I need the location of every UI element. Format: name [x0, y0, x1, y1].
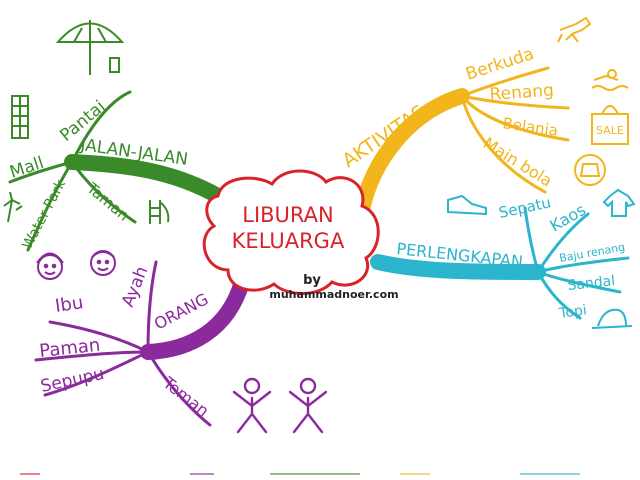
slide-icon [149, 200, 170, 224]
branch-perlengkapan [370, 206, 630, 320]
sub-label-renang: Renang [489, 81, 555, 105]
sub-label-sepatu: Sepatu [497, 193, 552, 222]
branch-line-water-park [26, 160, 74, 252]
branch-orang [34, 260, 250, 427]
branch-line-paman [34, 350, 150, 362]
sub-label-main-bola: Main bola [480, 133, 556, 190]
branch-line-main-bola [460, 94, 547, 194]
boy-face-icon [90, 250, 116, 276]
branch-line-kaos [536, 212, 590, 274]
sub-label-berkuda: Berkuda [463, 44, 536, 85]
branch-line-pantai [70, 90, 132, 164]
credit-site-text: muhammadnoer.com [269, 288, 398, 301]
shopping-bag-icon [591, 105, 629, 145]
center-title-line2: KELUARGA [232, 229, 345, 253]
horse-icon [557, 16, 592, 43]
soccer-ball-icon [574, 154, 606, 186]
branch-line-sepupu [43, 350, 150, 397]
friend-figure-icon-left [232, 377, 272, 434]
branch-line-ibu [48, 320, 150, 354]
sub-label-topi: Topi [557, 302, 587, 322]
branch-line-baju-renang [536, 256, 630, 274]
sub-label-ayah: Ayah [118, 264, 152, 310]
branch-line-taman [70, 160, 137, 224]
branch-line-ayah [146, 260, 158, 354]
shopping-bag-sale-text: SALE [596, 124, 624, 137]
sub-label-ibu: Ibu [54, 292, 85, 317]
branch-line-sepatu [523, 206, 540, 274]
palm-tree-icon [3, 191, 23, 223]
umbrella-icon [55, 20, 125, 75]
branch-jalan-jalan-main [64, 154, 226, 204]
sub-label-teman: Teman [159, 373, 213, 421]
branch-line-topi [536, 270, 582, 320]
branch-line-mall [8, 160, 74, 184]
branch-aktivitas-main [354, 88, 470, 218]
branch-line-sandal [536, 270, 622, 294]
friend-figure-icon-right [288, 377, 328, 434]
branch-line-teman [146, 350, 212, 427]
building-icon [11, 95, 29, 139]
branch-perlengkapan-main [370, 254, 546, 280]
sub-label-belanja: Belanja [501, 114, 559, 140]
sub-label-sandal: Sandal [567, 273, 616, 294]
branch-jalan-jalan [8, 90, 226, 252]
swimmer-icon [591, 69, 629, 91]
branch-line-belanja [460, 94, 570, 142]
sub-label-mall: Mall [7, 153, 46, 183]
sub-label-sepupu: Sepupu [39, 364, 106, 397]
sub-label-paman: Paman [38, 335, 101, 362]
sub-label-kaos: Kaos [547, 200, 590, 236]
sub-label-taman: Taman [83, 179, 133, 225]
branch-orang-main [140, 274, 250, 360]
shoe-icon [447, 194, 487, 216]
credit-by-text: by [303, 273, 321, 288]
center-cloud-outline [202, 169, 380, 295]
branch-line-berkuda [460, 66, 550, 98]
t-shirt-icon [602, 188, 636, 217]
sub-label-water-park: Water Park [19, 176, 69, 251]
branch-aktivitas [354, 66, 570, 218]
branch-line-renang [460, 94, 570, 110]
girl-face-icon [36, 252, 64, 280]
hat-icon [591, 308, 633, 329]
center-title-line1: LIBURAN [242, 203, 334, 227]
